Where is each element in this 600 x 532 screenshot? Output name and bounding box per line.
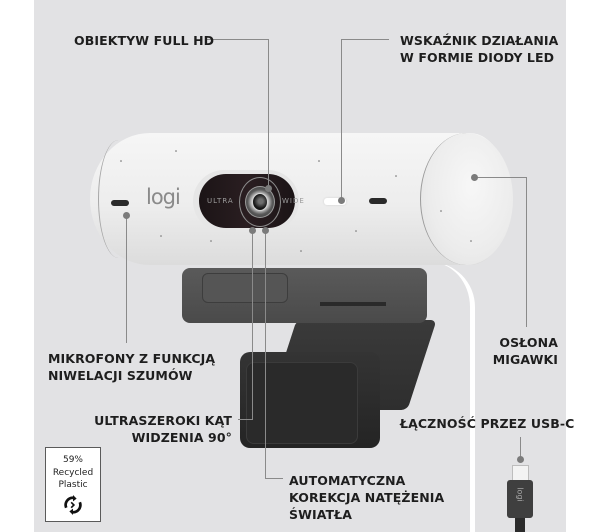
speckle [175,150,177,152]
callout-lens: OBIEKTYW FULL HD [74,33,215,48]
callout-microphones: MIKROFONY Z FUNKCJĄ NIWELACJI SZUMÓW [48,351,216,383]
leader-light-h [265,478,283,479]
callout-usb: ŁĄCZNOŚĆ PRZEZ USB-C [400,416,575,431]
lens-text-ultra: ULTRA [207,197,234,205]
leader-usb-v [520,437,521,459]
speckle [440,210,442,212]
leader-usb-dot [517,456,524,463]
privacy-shutter-cap [420,133,513,265]
lens-text-wide: WIDE [282,197,305,205]
speckle [120,160,122,162]
callout-light-correction: AUTOMATYCZNA KOREKCJA NATĘŻENIA ŚWIATŁA [289,473,445,522]
lens-ring [239,177,281,227]
leader-lens-v [268,39,269,189]
leader-mic-v [126,215,127,343]
leader-led-dot [338,197,345,204]
speckle [210,240,212,242]
callout-led: WSKAŹNIK DZIAŁANIA W FORMIE DIODY LED [400,33,559,65]
speckle [470,240,472,242]
leader-lens-dot [265,185,272,192]
mount-hinge [202,273,288,303]
leader-lens-h [207,39,269,40]
camera-left-seam [98,140,139,258]
right-microphone [369,198,387,204]
speckle [160,235,162,237]
speckle [355,230,357,232]
mount-slot [320,302,386,306]
speckle [395,175,397,177]
logi-logo: logi [146,185,181,209]
leader-mic-dot [123,212,130,219]
mount-foot-pad [246,362,358,444]
left-microphone [111,200,129,206]
leader-led-v [341,39,342,199]
leader-shutter-dot [471,174,478,181]
leader-light-dot [262,227,269,234]
lens-center [252,193,268,211]
led-indicator [324,198,346,205]
usb-cord [515,518,525,532]
product-panel [34,0,566,532]
speckle [318,160,320,162]
leader-fov-h [238,419,253,420]
callout-shutter: OSŁONA MIGAWKI [492,335,558,367]
leader-light-v [265,230,266,479]
usb-c-plug-body [507,480,533,518]
usb-logi-logo: logi [515,487,525,502]
leader-led-h [341,39,389,40]
leader-fov-v [252,230,253,419]
callout-field-of-view: ULTRASZEROKI KĄT WIDZENIA 90° [94,413,232,445]
leader-shutter-h [474,177,526,178]
usb-c-connector [512,465,529,481]
recycle-icon [64,494,82,515]
leader-shutter-v [526,177,527,327]
speckle [300,250,302,252]
recycled-plastic-badge: 59% Recycled Plastic [45,447,101,522]
leader-fov-dot [249,227,256,234]
usb-cable [430,262,475,532]
